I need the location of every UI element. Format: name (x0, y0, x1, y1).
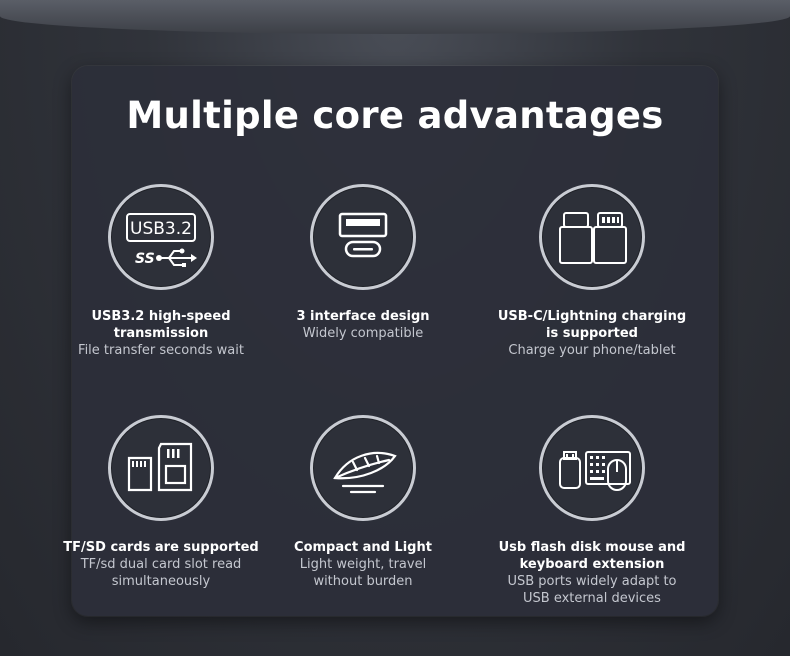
usb-ports-icon (338, 212, 388, 258)
feature-icon-circle (310, 184, 416, 290)
feature-icon (333, 451, 397, 494)
advantages-panel (72, 66, 718, 616)
feature-icon-circle (310, 415, 416, 521)
feature-title: 3 interface design (296, 309, 430, 324)
feature-icon-circle (539, 415, 645, 521)
feature-peripherals: Usb flash disk mouse and keyboard extens… (472, 415, 712, 607)
page-title: Multiple core advantages (126, 94, 664, 137)
feature-description: Charge your phone/tablet (508, 343, 676, 358)
usb-c-lightning-icon (559, 212, 627, 264)
usb-3-2-icon: USB3.2 SS (126, 213, 197, 267)
feature-description: Widely compatible (302, 326, 424, 341)
svg-text:USB3.2: USB3.2 (130, 219, 192, 239)
feature-description: File transfer seconds wait (78, 343, 244, 358)
svg-text:SS: SS (135, 251, 155, 267)
feature-title: USB-C/Lightning charging is supported (497, 309, 687, 341)
feature-title: Compact and Light (294, 540, 432, 555)
feature-icon-circle (539, 184, 645, 290)
feature-description: TF/sd dual card slot read simultaneously (80, 557, 242, 589)
feature-usb-speed: USB3.2 SS USB3.2 high-speed transmission… (41, 184, 281, 359)
feature-lightweight: Compact and Light Light weight, travel w… (243, 415, 483, 590)
feature-title: Usb flash disk mouse and keyboard extens… (498, 540, 686, 572)
sd-card-icon (127, 442, 193, 492)
feature-interfaces: 3 interface design Widely compatible (243, 184, 483, 342)
feature-charging: USB-C/Lightning charging is supported Ch… (472, 184, 712, 359)
feature-card-reader: TF/SD cards are supported TF/sd dual car… (41, 415, 281, 590)
feature-description: Light weight, travel without burden (299, 557, 427, 589)
feature-title: USB3.2 high-speed transmission (91, 309, 231, 341)
feature-icon-circle (108, 415, 214, 521)
usb-devices-icon (559, 451, 631, 491)
background-top-band (0, 0, 790, 34)
feature-description: USB ports widely adapt to USB external d… (507, 574, 677, 606)
feature-icon-circle: USB3.2 SS (108, 184, 214, 290)
feature-title: TF/SD cards are supported (63, 540, 259, 555)
